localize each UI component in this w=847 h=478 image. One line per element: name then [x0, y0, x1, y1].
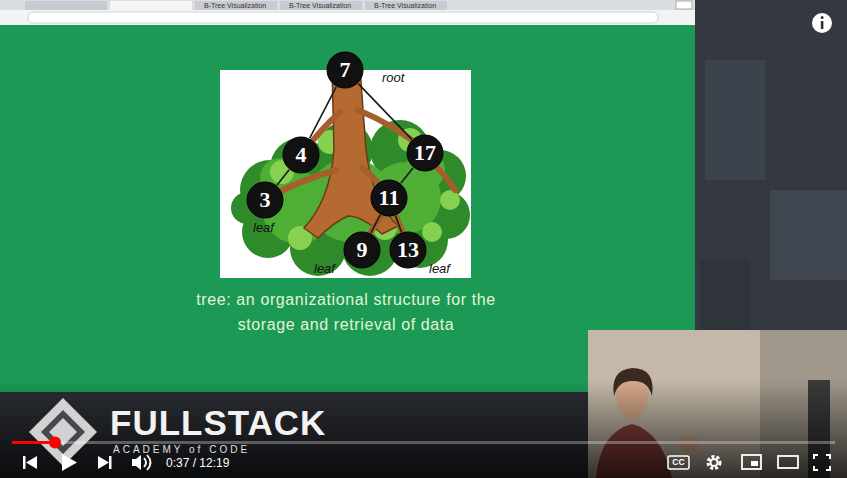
node-value: 4: [296, 144, 307, 166]
logo-inner: [41, 410, 85, 454]
node-circle: [344, 232, 380, 268]
tree-node: 3: [246, 181, 284, 219]
room-shape: [700, 260, 750, 330]
tree-link: [358, 84, 412, 140]
leaf-blob: [422, 222, 442, 242]
tree-node: 9: [343, 231, 381, 269]
url-field: [28, 12, 658, 23]
next-icon: [98, 456, 109, 469]
info-icon: [812, 13, 832, 33]
info-stem: [821, 21, 824, 29]
tree-link: [371, 215, 380, 233]
settings-icon: [711, 459, 718, 466]
tree-link: [277, 170, 289, 185]
address-bar: [0, 10, 695, 25]
slide-caption: tree: an organizational structure for th…: [195, 287, 497, 337]
volume-icon: [144, 458, 146, 467]
tree-trunk: [268, 68, 455, 246]
player-controls: [23, 454, 830, 471]
tree-link: [310, 87, 337, 138]
node-value: 9: [357, 239, 368, 261]
root-label: root: [382, 71, 404, 86]
prev-icon: [23, 456, 26, 469]
next-icon: [109, 456, 112, 469]
browser-tab: [110, 1, 192, 10]
cc-icon: [668, 456, 689, 469]
node-value: 7: [340, 59, 351, 81]
tab-title: B-Tree Visualization: [374, 2, 436, 10]
node-value: 13: [397, 239, 419, 261]
tab-strip: [0, 0, 695, 10]
node-circle: [371, 180, 407, 216]
miniplayer-icon: [751, 461, 758, 466]
fullscreen-icon: [814, 455, 830, 470]
node-circle: [390, 232, 426, 268]
logo-tagline: ACADEMY of CODE: [113, 444, 250, 455]
play-icon: [62, 454, 77, 471]
info-dot: [821, 16, 824, 19]
leaf-label: leaf: [314, 262, 335, 277]
progress-handle: [49, 437, 61, 449]
time-display: 0:37 / 12:19: [166, 457, 229, 470]
browser-tab: [25, 1, 107, 10]
node-value: 17: [414, 142, 436, 164]
info-circle: [812, 13, 832, 33]
leaf-label: leaf: [253, 221, 274, 236]
controls-shade: [0, 380, 847, 478]
volume-icon: [147, 455, 151, 470]
node-circle: [327, 52, 363, 88]
node-circle: [247, 182, 283, 218]
tree-node: 17: [406, 134, 444, 172]
room-shape: [705, 60, 765, 180]
browser-tab: [280, 1, 362, 10]
tree-node: 7: [326, 51, 364, 89]
node-circle: [407, 135, 443, 171]
tree-node: 11: [370, 179, 408, 217]
tree-node: 4: [282, 136, 320, 174]
progress-played: [12, 441, 55, 444]
tree-node: 13: [389, 231, 427, 269]
miniplayer-icon: [742, 455, 761, 469]
profile-button: [676, 1, 692, 9]
theater-icon: [778, 456, 798, 468]
browser-tab: [195, 1, 277, 10]
volume-icon: [132, 455, 141, 470]
node-value: 11: [379, 187, 400, 209]
logo-wordmark: FULLSTACK: [110, 405, 326, 440]
tab-title: B-Tree Visualization: [204, 2, 266, 10]
browser-tab: [365, 1, 447, 10]
browser-chrome: [0, 0, 695, 25]
node-circle: [283, 137, 319, 173]
settings-icon: [708, 457, 720, 469]
tree-link: [396, 216, 402, 232]
cc-label: CC: [668, 457, 689, 468]
tree-link: [401, 168, 413, 183]
room-shape: [770, 190, 847, 280]
tab-title: B-Tree Visualization: [289, 2, 351, 10]
branches: [268, 110, 455, 246]
leaf-label: leaf: [429, 262, 450, 277]
leaf-blob: [440, 190, 460, 210]
node-value: 3: [260, 189, 271, 211]
progress-track: [12, 441, 835, 444]
prev-icon: [26, 456, 37, 469]
